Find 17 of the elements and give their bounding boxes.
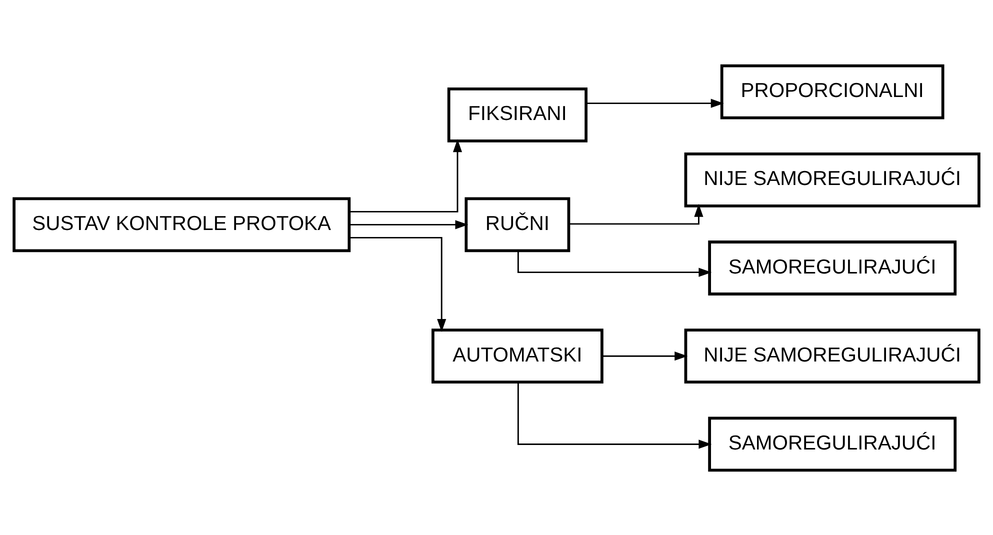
arrow — [349, 236, 446, 332]
arrow — [586, 98, 724, 108]
node-box: FIKSIRANI — [447, 86, 588, 142]
node-box: RUČNI — [464, 196, 570, 252]
arrow — [349, 138, 462, 212]
node-box: SAMOREGULIRAJUĆI — [708, 416, 957, 472]
node-box: PROPORCIONALNI — [720, 64, 944, 119]
arrow — [517, 250, 712, 276]
node-box: SAMOREGULIRAJUĆI — [708, 240, 957, 295]
arrow — [517, 382, 712, 448]
arrow — [568, 203, 704, 224]
arrow — [602, 351, 688, 360]
node-box: AUTOMATSKI — [432, 328, 604, 384]
node-box: SUSTAV KONTROLE PROTOKA — [12, 196, 351, 252]
arrow — [350, 220, 468, 229]
node-box: NIJE SAMOREGULIRAJUĆI — [684, 328, 980, 384]
node-box: NIJE SAMOREGULIRAJUĆI — [684, 152, 980, 207]
